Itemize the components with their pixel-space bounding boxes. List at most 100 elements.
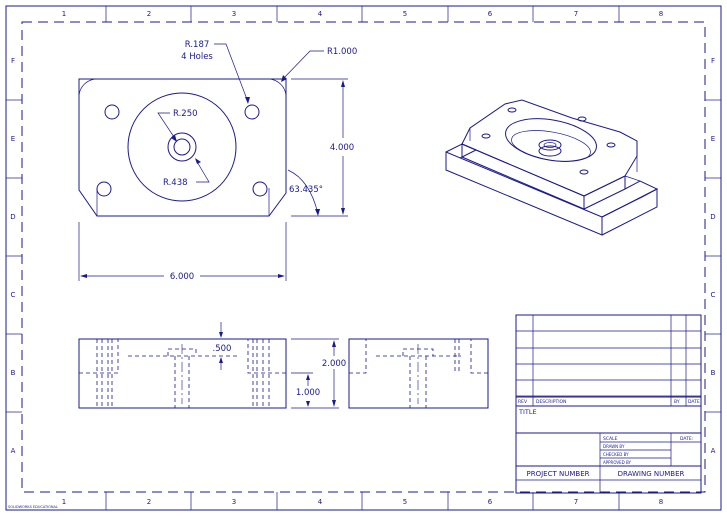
zone-row-label: A xyxy=(711,447,716,455)
drawing-number-label: DRAWING NUMBER xyxy=(618,470,685,478)
front-view: .500 2.000 1.000 xyxy=(78,322,346,409)
zone-col-label: 8 xyxy=(659,10,663,18)
title-label: TITLE xyxy=(518,408,537,416)
zone-row-label: D xyxy=(10,213,15,221)
project-number-label: PROJECT NUMBER xyxy=(527,470,590,478)
title-block-frame xyxy=(515,314,702,494)
mounting-hole xyxy=(104,104,120,120)
drawn-by-label: DRAWN BY xyxy=(603,444,625,449)
by-header: BY xyxy=(674,399,680,405)
rev-header: REV xyxy=(518,399,528,405)
iso-hole xyxy=(507,107,517,113)
boss-circle xyxy=(167,132,197,162)
dim-arrow xyxy=(306,401,310,407)
iso-base-top-right xyxy=(583,180,659,218)
iso-center-hole xyxy=(543,142,557,148)
zone-col-label: 8 xyxy=(659,498,663,506)
zone-row-label: E xyxy=(11,135,15,143)
dim-arrow xyxy=(341,80,345,87)
mounting-hole xyxy=(244,104,260,120)
zone-col-label: 3 xyxy=(232,498,236,506)
outer-border xyxy=(5,5,722,511)
top-view-outline xyxy=(78,78,287,217)
zone-row-label: A xyxy=(11,447,16,455)
corner-radius-leader xyxy=(281,50,324,81)
step-height-dimension: 1.000 xyxy=(296,388,320,398)
zone-row-label: C xyxy=(711,291,716,299)
angle-arc xyxy=(287,169,319,215)
date-header: DATE xyxy=(688,399,700,405)
inner-radius-leader xyxy=(157,112,177,141)
zone-col-label: 2 xyxy=(147,498,151,506)
iso-boss-base xyxy=(538,145,562,157)
zone-col-label: 6 xyxy=(488,498,493,506)
hole-count-callout: 4 Holes xyxy=(181,52,213,62)
sheet-border: 1 2 3 4 5 6 7 8 1 2 3 4 5 6 7 8 F E D C … xyxy=(5,5,722,511)
checked-by-label: CHECKED BY xyxy=(603,452,629,457)
iso-hole xyxy=(577,116,587,122)
dim-arrow xyxy=(80,274,87,278)
leader-arrow xyxy=(281,75,287,82)
total-height-dimension: 2.000 xyxy=(322,359,346,369)
zone-col-label: 5 xyxy=(403,498,407,506)
dim-arrow xyxy=(332,400,336,407)
hole-size-callout: R.187 xyxy=(185,40,210,50)
side-view-outline xyxy=(348,338,489,409)
center-hole-circle xyxy=(173,138,191,156)
scale-label: SCALE xyxy=(603,436,618,442)
dim-arrow xyxy=(219,332,223,338)
dim-arrow xyxy=(315,209,320,216)
zone-labels-top: 1 2 3 4 5 6 7 8 xyxy=(62,10,663,18)
zone-col-label: 4 xyxy=(318,10,323,18)
main-bore-circle xyxy=(127,92,237,202)
dim-arrow xyxy=(219,357,223,363)
zone-col-label: 2 xyxy=(147,10,151,18)
educational-stamp: SOLIDWORKS EDUCATIONAL xyxy=(8,505,58,509)
inner-radius-callout: R.250 xyxy=(173,109,198,119)
dim-arrow xyxy=(278,274,285,278)
title-block: REV DESCRIPTION BY DATE TITLE SCALE DATE… xyxy=(515,314,702,494)
isometric-view xyxy=(445,99,659,236)
zone-row-label: D xyxy=(710,213,715,221)
boss-radius-leader xyxy=(195,159,210,183)
chamfer-angle-dimension: 63.435° xyxy=(289,185,323,195)
approved-by-label: APPROVED BY xyxy=(603,460,632,465)
mounting-hole xyxy=(96,181,112,197)
zone-labels-left: F E D C B A xyxy=(10,57,15,455)
zone-col-label: 6 xyxy=(488,10,493,18)
front-view-outline xyxy=(78,338,287,409)
side-view xyxy=(348,338,489,409)
iso-boss xyxy=(538,139,562,151)
boss-radius-callout: R.438 xyxy=(163,178,188,188)
hole-leader xyxy=(214,43,249,103)
iso-upper-front xyxy=(461,143,585,210)
zone-row-label: B xyxy=(11,369,16,377)
zone-col-label: 3 xyxy=(232,10,236,18)
zone-col-label: 1 xyxy=(62,498,66,506)
zone-row-label: B xyxy=(711,369,716,377)
iso-bore-inner xyxy=(511,130,591,162)
top-view: R.187 4 Holes R1.000 R.250 R.438 4.000 6… xyxy=(78,40,357,282)
iso-hole xyxy=(481,133,491,139)
corner-arc xyxy=(267,78,287,97)
width-dimension: 6.000 xyxy=(170,272,194,282)
dim-arrow xyxy=(306,374,310,380)
zone-labels-bottom: 1 2 3 4 5 6 7 8 xyxy=(62,498,663,506)
description-header: DESCRIPTION xyxy=(536,399,566,405)
slot-depth-dimension: .500 xyxy=(213,344,232,354)
leader-arrow xyxy=(171,135,177,142)
drawing-frame xyxy=(21,21,706,493)
zone-row-label: F xyxy=(711,57,715,65)
corner-arc xyxy=(78,78,98,97)
iso-edge xyxy=(624,175,641,182)
corner-radius-callout: R1.000 xyxy=(327,47,357,57)
iso-base-top-left xyxy=(445,143,478,159)
mounting-hole xyxy=(252,181,268,197)
leader-arrow xyxy=(195,158,201,164)
dim-arrow xyxy=(332,340,336,347)
height-dimension: 4.000 xyxy=(330,143,354,153)
zone-row-label: C xyxy=(11,291,16,299)
zone-row-label: E xyxy=(711,135,715,143)
zone-col-label: 1 xyxy=(62,10,66,18)
